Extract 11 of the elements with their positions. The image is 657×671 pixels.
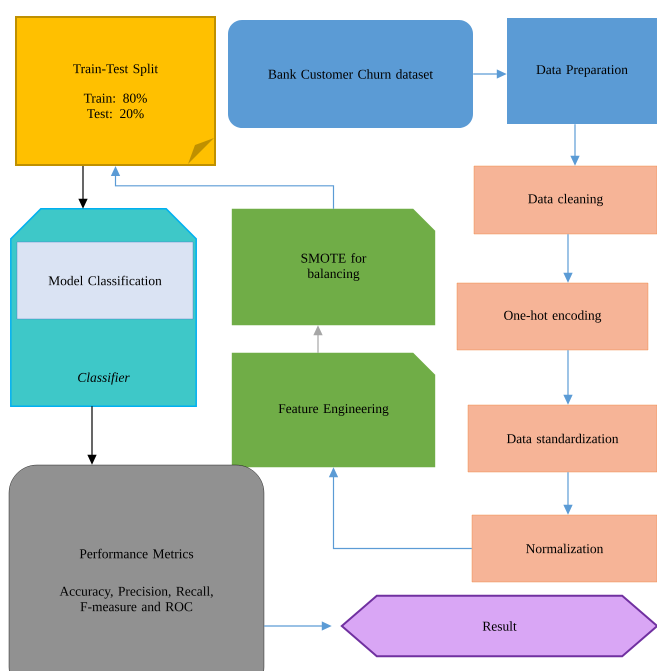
process-box: Data Preparation (507, 18, 657, 124)
process-box: One-hot encoding (456, 282, 648, 350)
process-box: Normalization (472, 514, 657, 582)
process-box: Model Classification (16, 242, 194, 320)
process-box: Data standardization (468, 404, 657, 472)
process-box: SMOTE for balancing (232, 208, 436, 326)
metrics-box: Performance Metrics Accuracy, Precision, Recall, F-measure and ROC (8, 464, 264, 671)
process-box: Feature Engineering (232, 352, 436, 468)
note-box: Train-Test Split Train: 80% Test: 20% (15, 16, 216, 166)
process-box: Bank Customer Churn dataset (228, 20, 473, 128)
process-box: Data cleaning (474, 166, 657, 234)
